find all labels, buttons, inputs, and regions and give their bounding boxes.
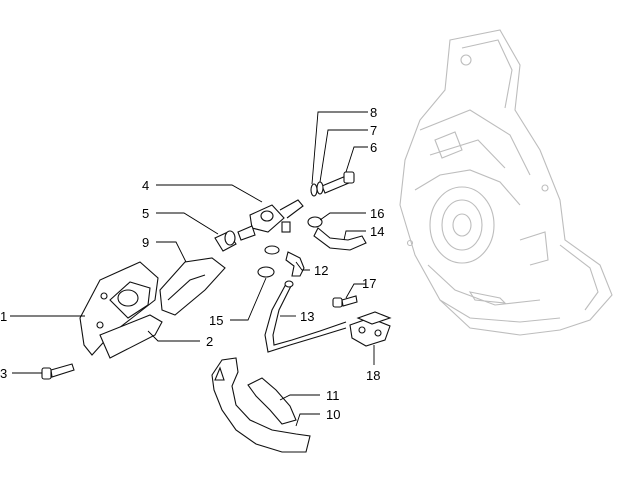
part-5-sleeve: [214, 230, 237, 252]
label-2: 2: [206, 334, 213, 349]
part-1-bracket: [79, 261, 159, 356]
label-4: 4: [142, 178, 149, 193]
part-9-cover: [159, 257, 226, 316]
part-2-pad: [99, 314, 163, 359]
label-11: 11: [326, 388, 340, 403]
label-10: 10: [326, 407, 340, 422]
part-12-hose: [285, 251, 305, 277]
leader-lines: [10, 111, 375, 427]
part-3-screw: [41, 363, 75, 380]
part-14-hose: [313, 227, 367, 251]
part-7-washer: [316, 181, 324, 195]
part-6-bolt: [321, 171, 355, 194]
part-15-clamp-upper: [264, 245, 280, 255]
callout-labels: 1 2 3 4 5 6 7 8 9 10 11 12 13 14 15 16 1…: [0, 105, 384, 422]
part-8-washer: [310, 183, 318, 197]
part-18-gasket: [349, 311, 392, 347]
engine-casing-outline: [399, 29, 613, 336]
part-11-insert: [247, 377, 297, 425]
label-8: 8: [370, 105, 377, 120]
label-12: 12: [314, 263, 328, 278]
label-5: 5: [142, 206, 149, 221]
label-14: 14: [370, 224, 384, 239]
part-15-clamp: [257, 266, 275, 278]
part-16-clamp: [307, 216, 323, 228]
part-4-valve: [237, 199, 304, 241]
label-9: 9: [142, 235, 149, 250]
label-13: 13: [300, 309, 314, 324]
label-17: 17: [362, 276, 376, 291]
label-7: 7: [370, 123, 377, 138]
label-16: 16: [370, 206, 384, 221]
label-6: 6: [370, 140, 377, 155]
label-3: 3: [0, 366, 7, 381]
label-15: 15: [209, 313, 223, 328]
part-17-screw: [332, 295, 358, 308]
part-13-pipe: [264, 280, 347, 353]
part-10-guard: [211, 357, 311, 453]
label-18: 18: [366, 368, 380, 383]
label-1: 1: [0, 309, 7, 324]
